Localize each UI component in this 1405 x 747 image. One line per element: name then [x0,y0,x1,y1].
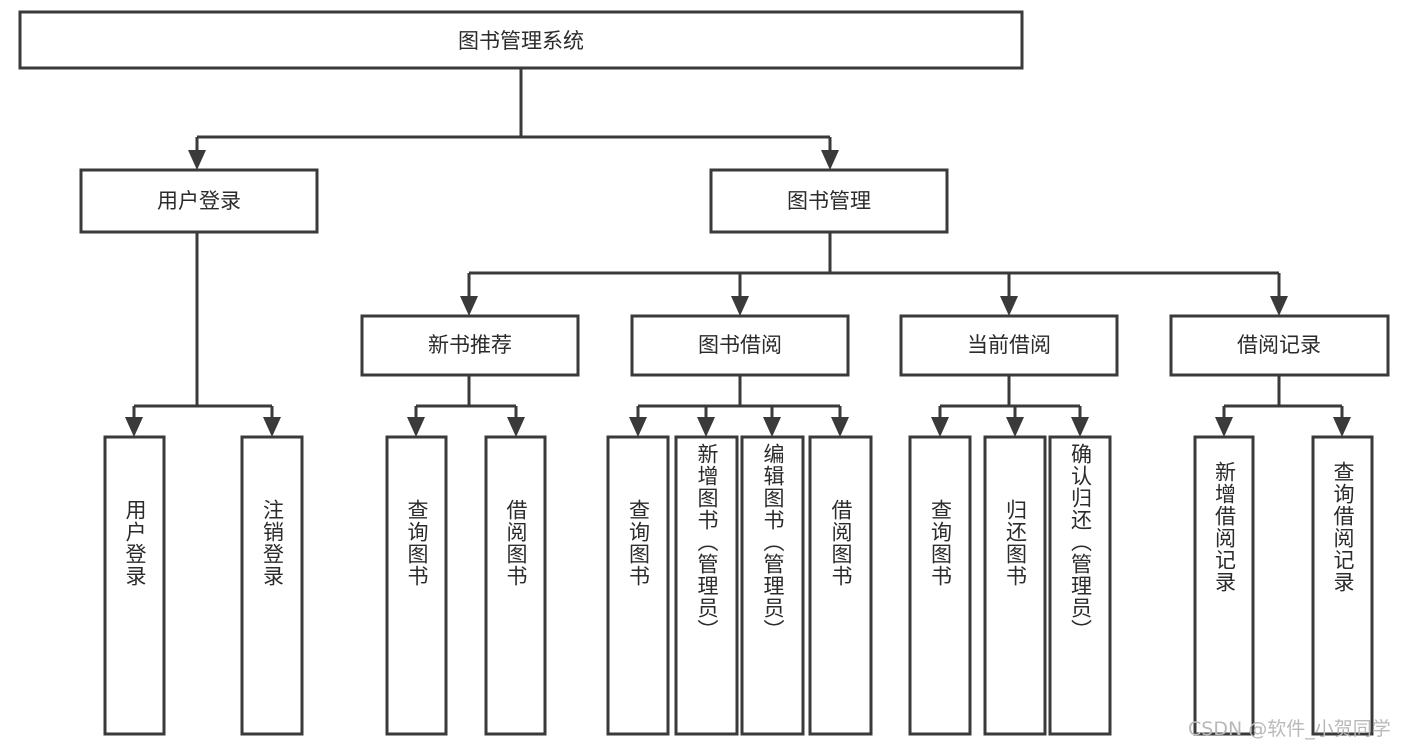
arrow-to-current-borrow [1000,296,1018,316]
leaf-query-book-rec-box[interactable] [385,435,448,736]
leaf-borrow-book-box[interactable] [808,435,873,736]
node-new-book-rec-label: 新书推荐 [428,333,512,357]
node-user-login-box[interactable] [79,168,319,234]
leaf-borrow-book-rec-box[interactable] [484,435,547,736]
connector-group-book-manage-to-level3 [460,232,1288,316]
connector-group-user-login-to-leaves [125,232,281,437]
node-borrow-record[interactable]: 借阅记录 [1169,314,1390,377]
leaf-borrow-book[interactable]: 借阅图书 [810,437,871,734]
leaf-add-record[interactable]: 新增借阅记录 [1195,437,1253,734]
leaf-add-record-box[interactable] [1193,435,1255,736]
leaf-logout-label: 注销登录 [260,499,285,587]
node-root-label: 图书管理系统 [458,29,584,53]
leaf-edit-book[interactable]: 编辑图书（管理员） [742,437,803,734]
leaf-borrow-book-label: 借阅图书 [829,499,853,587]
connector-group-root-to-level2 [188,68,839,170]
node-new-book-rec-box[interactable] [360,314,580,377]
leaf-confirm-return-label: 确认归还（管理员） [1068,443,1093,641]
leaf-query-book-rec-label: 查询图书 [405,499,429,587]
arrow-leaf-return-book [1006,417,1024,437]
node-user-login-label: 用户登录 [157,189,241,213]
arrow-leaf-add-book [697,417,715,437]
leaf-boxes-group [103,435,1374,736]
leaf-query-record-box[interactable] [1311,435,1374,736]
leaf-logout-box[interactable] [240,435,304,736]
node-book-borrow[interactable]: 图书借阅 [630,314,850,377]
leaf-add-book-box[interactable] [674,435,739,736]
leaf-edit-book-box[interactable] [740,435,805,736]
node-book-borrow-label: 图书借阅 [698,333,782,357]
arrow-leaf-borrow-book-rec [507,417,525,437]
leaf-query-book-cur-label: 查询图书 [928,499,953,587]
arrow-leaf-user-login [125,417,143,437]
arrow-leaf-logout [263,417,281,437]
node-book-borrow-box[interactable] [630,314,850,377]
leaf-add-record-label: 新增借阅记录 [1212,461,1237,593]
leaf-user-login-box[interactable] [103,435,166,736]
connector-group-new-book-rec-to-leaves [407,375,525,437]
node-book-manage[interactable]: 图书管理 [709,168,949,234]
arrow-leaf-query-book-borrow [629,417,647,437]
node-borrow-record-box[interactable] [1169,314,1390,377]
arrow-leaf-query-record [1333,417,1351,437]
arrow-leaf-add-record [1215,417,1233,437]
leaf-confirm-return-box[interactable] [1048,435,1112,736]
arrow-leaf-confirm-return [1071,417,1089,437]
leaf-borrow-book-rec[interactable]: 借阅图书 [486,437,545,734]
node-current-borrow-label: 当前借阅 [967,333,1051,357]
arrow-leaf-query-book-rec [407,417,425,437]
arrow-leaf-borrow-book [831,417,849,437]
arrow-to-new-book-rec [460,296,478,316]
leaf-query-record[interactable]: 查询借阅记录 [1313,437,1372,734]
connector-group-current-borrow-to-leaves [931,375,1089,437]
leaf-return-book-label: 归还图书 [1003,499,1028,587]
node-root[interactable]: 图书管理系统 [18,10,1024,70]
leaf-query-book-borrow-box[interactable] [606,435,670,736]
leaf-query-book-rec[interactable]: 查询图书 [387,437,446,734]
arrow-leaf-edit-book [763,417,781,437]
node-book-manage-box[interactable] [709,168,949,234]
node-new-book-rec[interactable]: 新书推荐 [360,314,580,377]
leaf-logout[interactable]: 注销登录 [242,437,302,734]
arrow-to-book-borrow [731,296,749,316]
connector-group-borrow-record-to-leaves [1215,375,1351,437]
leaf-query-record-label: 查询借阅记录 [1331,461,1355,593]
arrow-to-user-login [188,150,206,170]
leaf-query-book-borrow-label: 查询图书 [626,499,651,587]
leaf-query-book-borrow[interactable]: 查询图书 [608,437,668,734]
node-borrow-record-label: 借阅记录 [1237,333,1321,357]
leaf-edit-book-label: 编辑图书（管理员） [761,443,785,641]
node-current-borrow-box[interactable] [899,314,1119,377]
node-user-login[interactable]: 用户登录 [79,168,319,234]
connector-group-book-borrow-to-leaves [629,375,849,437]
leaf-user-login-label: 用户登录 [123,499,147,587]
leaf-add-book-label: 新增图书（管理员） [695,443,719,641]
leaf-confirm-return[interactable]: 确认归还（管理员） [1050,437,1110,734]
leaf-query-book-cur[interactable]: 查询图书 [910,437,970,734]
node-book-manage-label: 图书管理 [787,189,871,213]
leaf-borrow-book-rec-label: 借阅图书 [504,499,528,587]
leaf-user-login[interactable]: 用户登录 [105,437,164,734]
arrow-to-book-manage [821,150,839,170]
leaf-add-book[interactable]: 新增图书（管理员） [676,437,737,734]
leaf-return-book-box[interactable] [983,435,1047,736]
node-root-box[interactable] [18,10,1024,70]
node-current-borrow[interactable]: 当前借阅 [899,314,1119,377]
arrow-to-borrow-record [1270,296,1288,316]
leaf-query-book-cur-box[interactable] [908,435,972,736]
arrow-leaf-query-book-cur [931,417,949,437]
csdn-watermark: CSDN @软件_小贺同学 [1188,718,1391,740]
leaf-return-book[interactable]: 归还图书 [985,437,1045,734]
